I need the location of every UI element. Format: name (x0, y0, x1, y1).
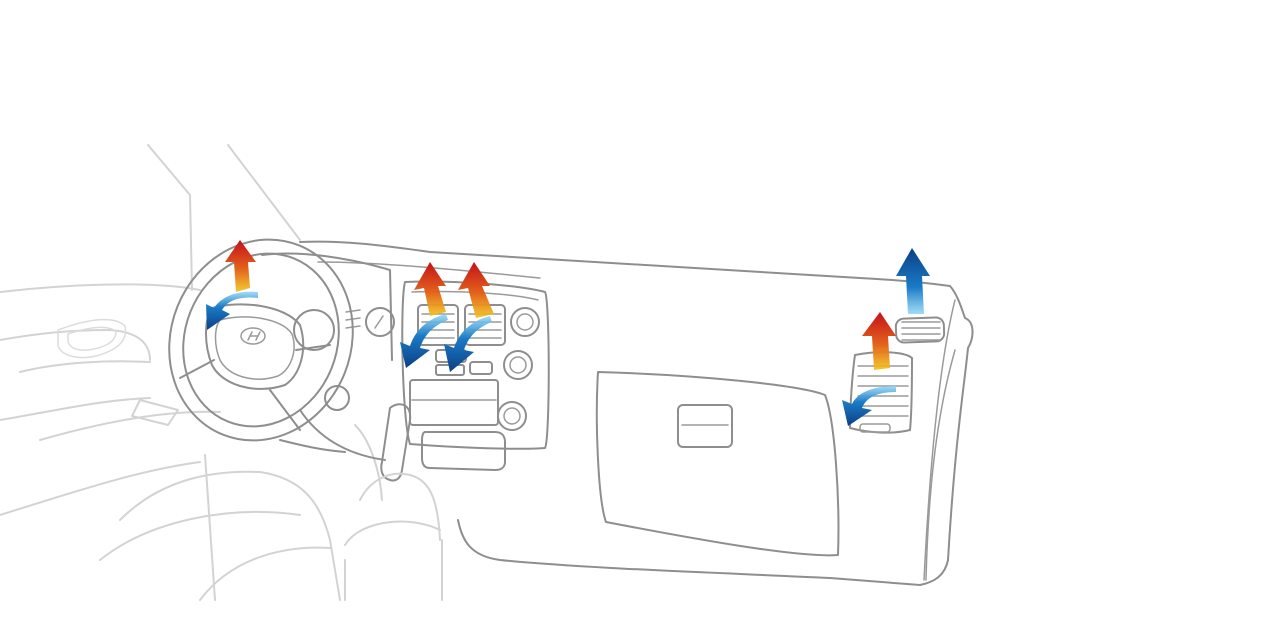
cool-air-arrow-icon (206, 291, 258, 330)
climate-knob-top (510, 307, 540, 337)
glovebox-handle (677, 404, 733, 448)
cool-air-arrow-icon (842, 386, 896, 426)
airflow-arrows (206, 240, 930, 426)
cabin-background (0, 144, 383, 601)
warm-air-arrow-icon (458, 262, 494, 318)
warm-air-arrow-icon (862, 312, 896, 370)
radio-unit (409, 379, 499, 426)
climate-knob-mid (503, 350, 533, 380)
warm-air-arrow-icon (225, 240, 256, 292)
cool-air-arrow-icon (444, 316, 492, 372)
warm-air-arrow-icon (414, 262, 446, 316)
steering-wheel (168, 238, 354, 453)
steering-wheel-logo (240, 327, 266, 345)
instrument-cluster (261, 252, 395, 461)
climate-knob-bottom (497, 401, 527, 431)
gear-lever (344, 403, 443, 601)
glovebox (595, 371, 840, 557)
dashboard-outline (299, 240, 974, 586)
defrost-slot (894, 316, 946, 344)
cool-air-arrow-icon (400, 314, 448, 368)
defrost-air-arrow-icon (896, 248, 930, 314)
